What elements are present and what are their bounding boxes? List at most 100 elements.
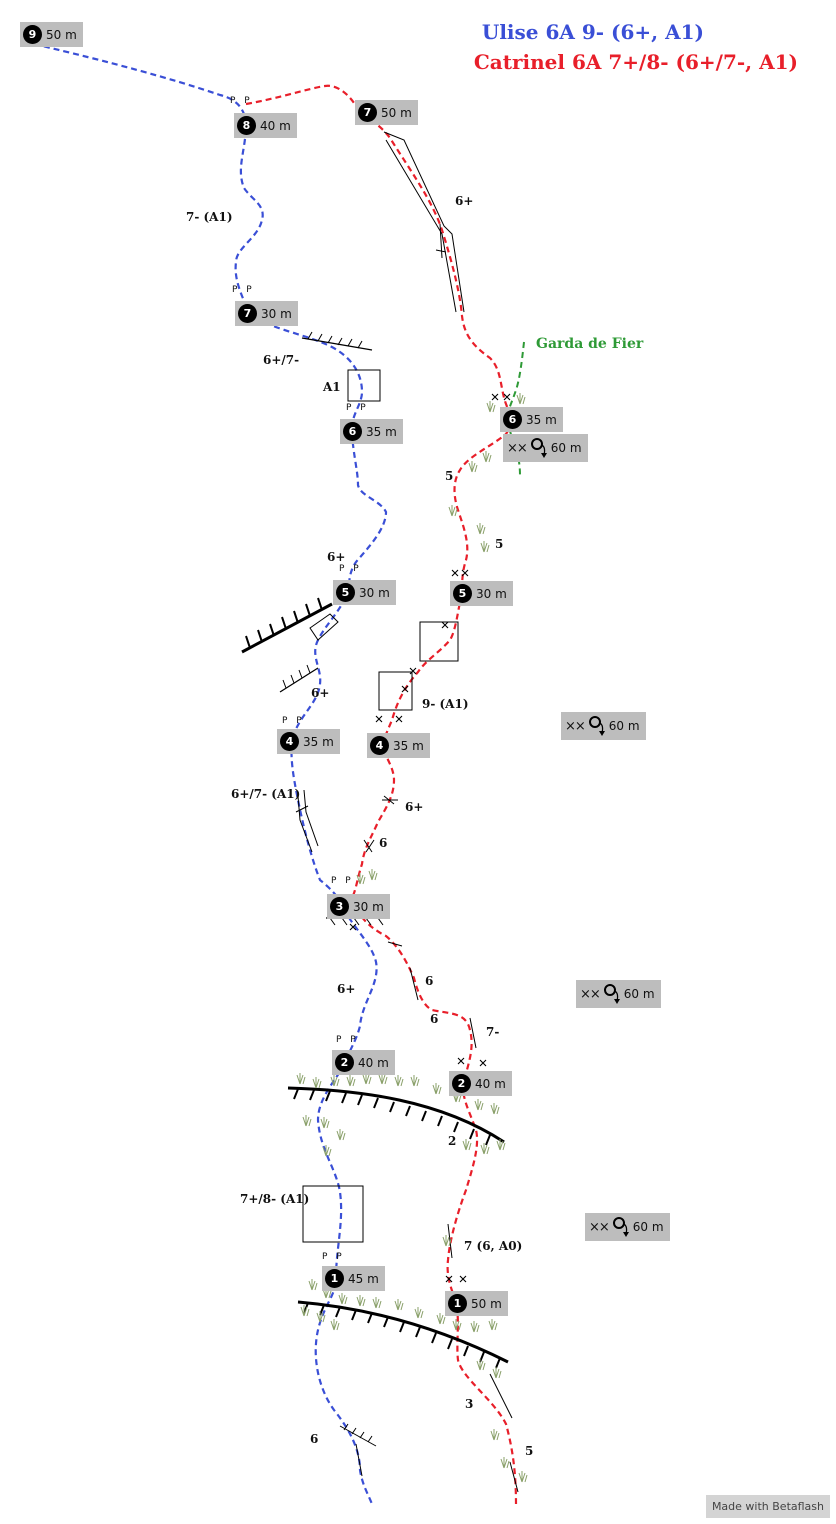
rappel-length: 60 m [608,719,640,733]
grass-tuft [330,1319,340,1331]
grass-tuft [330,1075,340,1087]
belay-length: 35 m [526,412,557,427]
grass-tuft [482,451,492,463]
belay-number: 2 [452,1074,471,1093]
grass-tuft [368,869,378,881]
grass-tuft [414,1307,424,1319]
route2-belay-4: 4 35 m [367,733,430,758]
roof-top [301,337,373,351]
crack-4 [295,789,319,853]
pitch-grade: 5 [445,469,454,483]
belay-length: 40 m [358,1055,389,1070]
route2-title: Catrinel 6A 7+/8- (6+/7-, A1) [473,50,798,74]
belay-length: 45 m [348,1271,379,1286]
rappel-ring-icon [603,984,620,1004]
grass-tuft [312,1077,322,1089]
pitch-grade: 6+ [455,194,474,208]
pitch-grade: 6 [430,1012,439,1026]
pitch-grade: 6+ [311,686,330,700]
belay-length: 35 m [393,738,424,753]
route2-belay-6: 6 35 m [500,407,563,432]
grass-tuft [470,1321,480,1333]
crack-bottom [355,1443,363,1477]
pitch-grade: 5 [525,1444,534,1458]
grass-tuft [362,1073,372,1085]
piton-marker: P P [339,564,362,574]
pitch-grade: 9- (A1) [422,697,469,711]
roof-small [279,667,319,693]
grass-tuft [300,1305,310,1317]
grass-tuft [410,1075,420,1087]
belay-length: 50 m [381,105,412,120]
route1-title: Ulise 6A 9- (6+, A1) [481,20,704,44]
rappel-station-4: ×× 60 m [585,1213,670,1241]
betaflash-credit[interactable]: Made with Betaflash [705,1495,830,1518]
pitch-grade: 7+/8- (A1) [240,1192,310,1206]
pitch-grade: 6+ [405,800,424,814]
route1-belay-4: 4 35 m [277,729,340,754]
grass-tuft [442,1235,452,1247]
belay-number: 9 [23,25,42,44]
grass-tuft [432,1083,442,1095]
grass-tuft [302,1115,312,1127]
grass-tuft [496,1139,506,1151]
rappel-length: 60 m [632,1220,664,1234]
grass-tuft [468,461,478,473]
belay-number: 4 [370,736,389,755]
rappel-marks: ×× [580,986,601,1002]
pitch-grade: 2 [448,1134,457,1148]
rappel-ring-icon [588,716,605,736]
belay-length: 50 m [471,1296,502,1311]
route1-line [33,42,388,1505]
belay-number: 2 [335,1053,354,1072]
route2-belay-1: 1 50 m [445,1291,508,1316]
grass-tuft [500,1457,510,1469]
block-78a1 [302,1185,364,1243]
grass-tuft [378,1073,388,1085]
piton-marker: P P [331,876,354,886]
grass-tuft [462,1139,472,1151]
grass-tuft [322,1287,332,1299]
pitch-grade: A1 [323,380,341,394]
route1-belay-6: 6 35 m [340,419,403,444]
grass-tuft [436,1313,446,1325]
route1-belay-2: 2 40 m [332,1050,395,1075]
belay-length: 30 m [359,585,390,600]
route1-belay-8: 8 40 m [234,113,297,138]
belay-length: 35 m [303,734,334,749]
belay-length: 35 m [366,424,397,439]
grass-tuft [492,1367,502,1379]
grass-tuft [490,1429,500,1441]
grass-tuft [338,1293,348,1305]
grass-tuft [488,1319,498,1331]
pitch-grade: 6+ [327,550,346,564]
piton-marker: P P [346,403,369,413]
belay-number: 8 [237,116,256,135]
belay-number: 1 [448,1294,467,1313]
grass-tuft [322,1145,332,1157]
piton-marker: P P [282,716,305,726]
rappel-marks: ×× [507,440,528,456]
vegetation [296,393,528,1483]
block-r2-lower [378,671,413,711]
grass-tuft [394,1075,404,1087]
grass-tuft [486,401,496,413]
belay-number: 6 [343,422,362,441]
belay-number: 4 [280,732,299,751]
belay-number: 7 [238,304,257,323]
piton-marker: P P [336,1035,359,1045]
belay-number: 6 [503,410,522,429]
pitch-grade: 6 [425,974,434,988]
pitch-grade: 6+/7- (A1) [231,787,301,801]
rappel-marks: ×× [589,1219,610,1235]
rappel-length: 60 m [623,987,655,1001]
roof-mid [241,602,333,654]
belay-length: 30 m [476,586,507,601]
belay-length: 40 m [260,118,291,133]
grass-tuft [356,873,366,885]
pitch-grade: 6 [310,1432,319,1446]
belay-length: 30 m [353,899,384,914]
